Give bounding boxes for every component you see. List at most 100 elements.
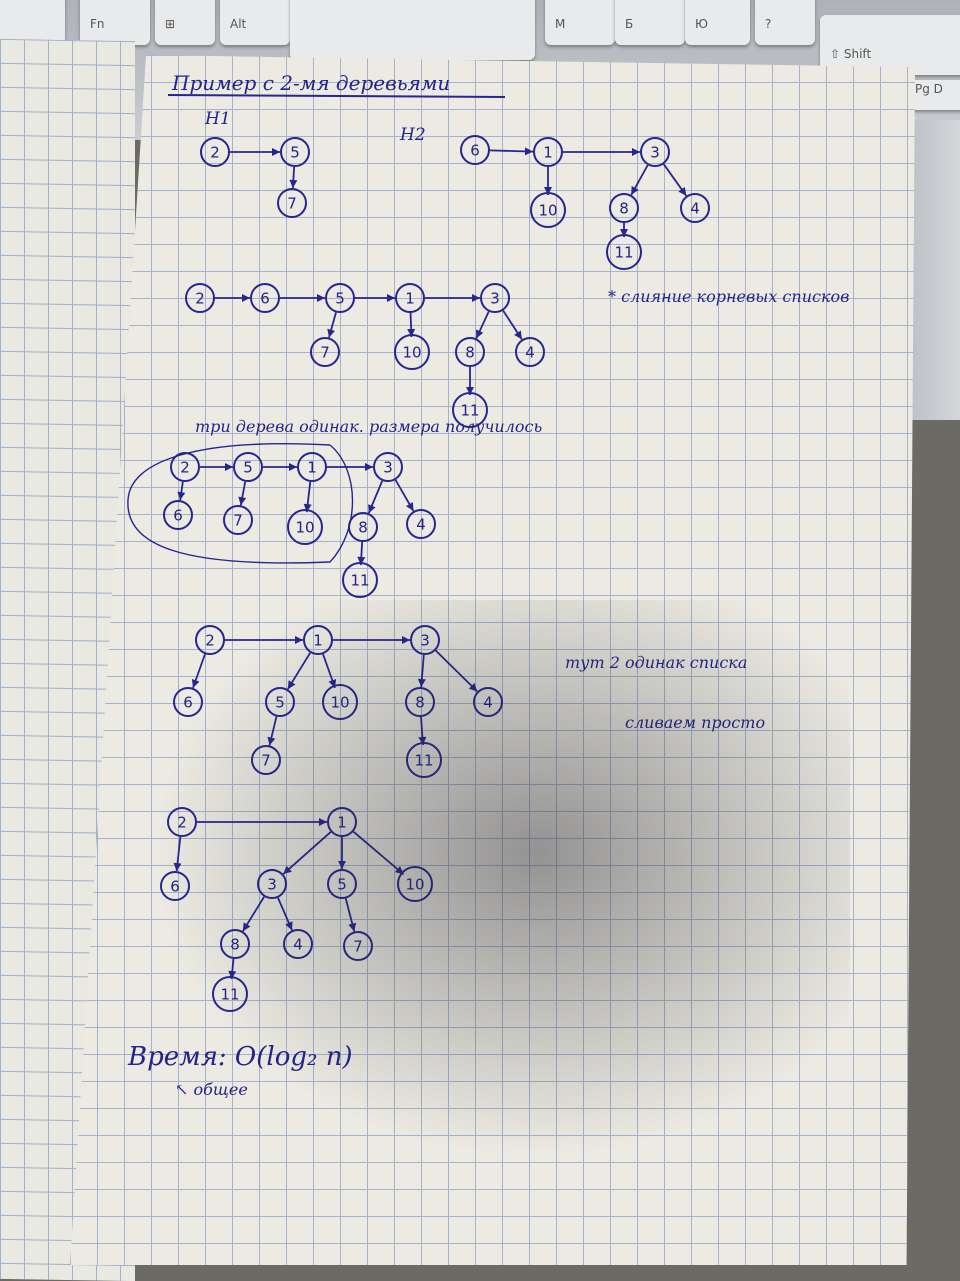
tree-node — [250, 283, 280, 313]
tree-node — [342, 562, 378, 598]
arrow-head-icon — [368, 504, 376, 514]
tree-node — [640, 137, 670, 167]
label-h1: H1 — [204, 109, 231, 129]
arrow-head-icon — [387, 294, 395, 302]
tree-node-label: 2 — [210, 144, 220, 162]
arrow-head-icon — [289, 179, 298, 189]
key-f12 — [0, 0, 65, 45]
tree-node-label: 11 — [220, 986, 239, 1004]
tree-node-label: 11 — [350, 572, 369, 590]
key-alt: Alt — [220, 0, 290, 45]
tree-node-label: 4 — [293, 936, 303, 954]
tree-node — [223, 505, 253, 535]
tree-node — [480, 283, 510, 313]
title-underline — [167, 94, 506, 98]
tree-node-label: 7 — [233, 512, 243, 530]
tree-node — [257, 869, 287, 899]
key-slash: ? — [755, 0, 815, 45]
tree-node-label: 5 — [243, 459, 253, 477]
tree-node-label: 1 — [543, 144, 553, 162]
arrow-head-icon — [283, 865, 292, 875]
tree-node-label: 5 — [290, 144, 300, 162]
tree-node-label: 3 — [267, 876, 277, 894]
tree-node-label: 10 — [405, 876, 424, 894]
tree-node — [297, 452, 327, 482]
tree-node — [200, 137, 230, 167]
tree-node-label: 1 — [337, 814, 347, 832]
tree-node — [160, 871, 190, 901]
tree-node — [455, 337, 485, 367]
tree-node-label: 6 — [170, 878, 180, 896]
tree-node-label: 5 — [275, 694, 285, 712]
arrow-head-icon — [631, 185, 639, 195]
arrow-head-icon — [407, 328, 416, 338]
arrow-head-icon — [272, 148, 280, 156]
tree-node — [452, 392, 488, 428]
tree-node — [303, 625, 333, 655]
arrow-head-icon — [402, 636, 410, 644]
tree-node — [283, 929, 313, 959]
arrow-head-icon — [418, 736, 427, 746]
tree-node-label: 10 — [295, 519, 314, 537]
tree-node — [406, 509, 436, 539]
tree-node-label: 4 — [690, 200, 700, 218]
key-space — [290, 0, 535, 60]
key-comma: Б — [615, 0, 685, 45]
tree-node-label: 7 — [287, 195, 297, 213]
arrow-head-icon — [620, 229, 628, 237]
key-fn: Fn — [80, 0, 150, 45]
tree-node-label: 10 — [538, 202, 557, 220]
tree-node-label: 10 — [402, 344, 421, 362]
tree-node — [609, 193, 639, 223]
tree-node-label: 2 — [195, 290, 205, 308]
tree-node — [251, 745, 281, 775]
arrow-head-icon — [472, 294, 480, 302]
arrow-head-icon — [317, 294, 325, 302]
arrow-head-icon — [285, 921, 293, 931]
key-m: М — [545, 0, 615, 45]
tree-node — [680, 193, 710, 223]
arrow-head-icon — [476, 329, 484, 339]
tree-node — [410, 625, 440, 655]
tree-node — [322, 684, 358, 720]
tree-node-label: 3 — [650, 144, 660, 162]
arrow-head-icon — [303, 503, 312, 513]
tree-node-label: 10 — [330, 694, 349, 712]
key-shift: ⇧ Shift — [820, 15, 960, 75]
tree-node — [395, 283, 425, 313]
key-comma-label: Б — [625, 17, 634, 31]
arrow-head-icon — [242, 922, 251, 932]
tree-node-label: 8 — [465, 344, 475, 362]
tree-node — [515, 337, 545, 367]
arrow-head-icon — [348, 922, 357, 932]
tree-node — [287, 509, 323, 545]
tree-node — [406, 742, 442, 778]
time-complexity: Время: O(log₂ n) — [127, 1042, 353, 1072]
tree-node-label: 3 — [383, 459, 393, 477]
arrow-head-icon — [417, 678, 426, 688]
key-win-label: ⊞ — [165, 17, 176, 31]
arrow-head-icon — [365, 463, 373, 471]
arrow-head-icon — [327, 328, 336, 338]
label-h2: H2 — [399, 125, 426, 145]
tree-node — [220, 929, 250, 959]
tree-node — [173, 687, 203, 717]
tree-node-label: 7 — [261, 752, 271, 770]
tree-node-label: 8 — [230, 936, 240, 954]
key-slash-label: ? — [765, 17, 772, 31]
notes-title: Пример с 2-мя деревьями — [171, 71, 450, 95]
arrow-head-icon — [544, 187, 552, 195]
arrow-head-icon — [468, 683, 478, 692]
tree-node-label: 6 — [470, 142, 480, 160]
tree-node-label: 6 — [173, 507, 183, 525]
notebook-page — [70, 55, 915, 1265]
arrow-head-icon — [466, 387, 474, 395]
tree-node-label: 2 — [180, 459, 190, 477]
arrow-head-icon — [267, 736, 276, 746]
tree-node — [343, 931, 373, 961]
tree-h1: 2 5 7 — [200, 137, 310, 218]
tree-node — [325, 283, 355, 313]
